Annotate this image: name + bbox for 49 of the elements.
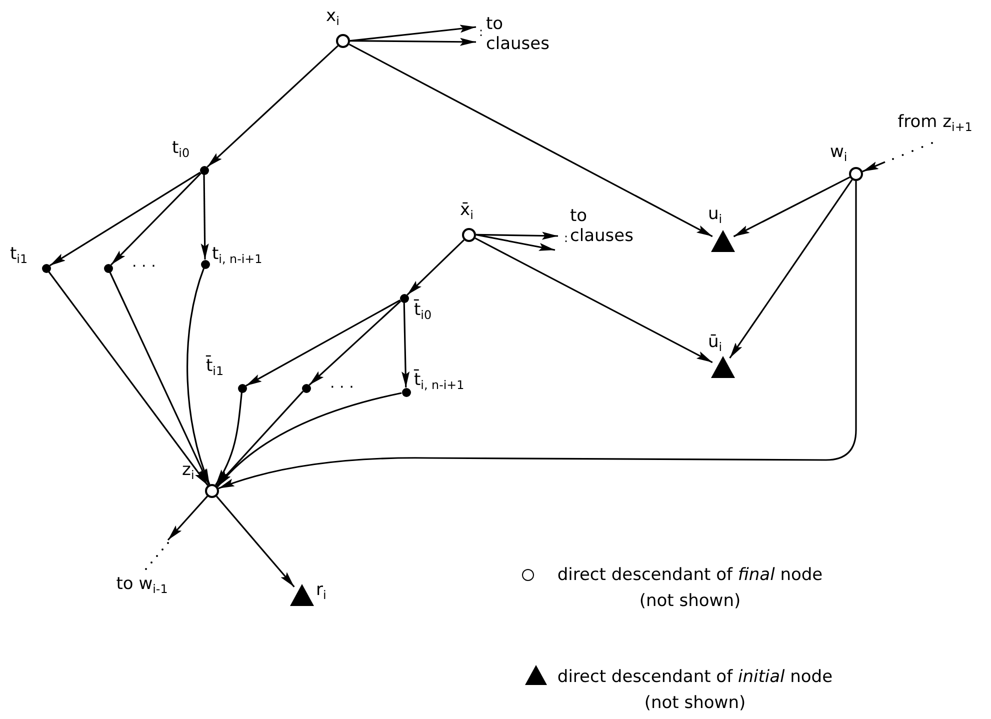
annotation-text: to clauses: [486, 14, 568, 58]
arrow: [200, 174, 209, 260]
legend-text: direct descendant of final node (not shown): [556, 564, 824, 613]
annotation-text: to clauses: [570, 206, 652, 250]
node-label: t̄$_{i0}$: [414, 300, 432, 320]
node-label: ū$_{i}$: [708, 332, 722, 352]
legend-text: direct descendant of initial node (not shown): [556, 666, 834, 715]
arrow: [729, 179, 853, 359]
continuation-mark: :: [479, 24, 484, 41]
arrow: [216, 496, 295, 588]
node-label: w$_{i}$: [830, 142, 848, 162]
node-label: t̄$_{i, n-i+1}$: [414, 370, 464, 390]
arrow: [215, 392, 242, 486]
arrow: [246, 300, 400, 386]
node-label: z$_{i}$: [182, 460, 194, 480]
node-label: u$_{i}$: [708, 204, 722, 224]
node-label: t$_{i1}$: [10, 244, 28, 264]
arrow: [308, 300, 402, 386]
node-label: t̄$_{i1}$: [206, 356, 224, 376]
arrow: [350, 38, 476, 46]
arrow: [49, 172, 201, 266]
arrow: [476, 234, 556, 251]
dot-node: [104, 264, 112, 272]
node-label: r$_{i}$: [316, 580, 326, 600]
node-label: x̄$_{i}$: [460, 200, 474, 220]
ellipsis: · · ·: [330, 377, 354, 397]
arrow: [167, 496, 208, 541]
arrow: [48, 271, 208, 486]
arrow: [186, 268, 210, 485]
arrow: [109, 272, 210, 486]
arrow: [474, 238, 713, 364]
arrow: [350, 24, 476, 42]
arrow: [862, 161, 886, 172]
node-label: t$_{i, n-i+1}$: [212, 244, 262, 264]
arrow: [217, 392, 402, 488]
arrow: [348, 44, 713, 238]
node-label: x$_{i}$: [326, 6, 340, 26]
arrow: [406, 239, 465, 296]
arrow: [206, 45, 338, 168]
arrow: [216, 390, 304, 486]
arrow: [733, 176, 850, 238]
ellipsis: · · ·: [132, 256, 156, 276]
dot-node: [302, 384, 310, 392]
arrow: [218, 181, 857, 490]
arrow: [110, 172, 202, 266]
arrow: [476, 232, 558, 240]
node-label: t$_{i0}$: [172, 138, 190, 158]
continuation-mark: :: [564, 230, 568, 247]
arrow: [402, 302, 410, 388]
